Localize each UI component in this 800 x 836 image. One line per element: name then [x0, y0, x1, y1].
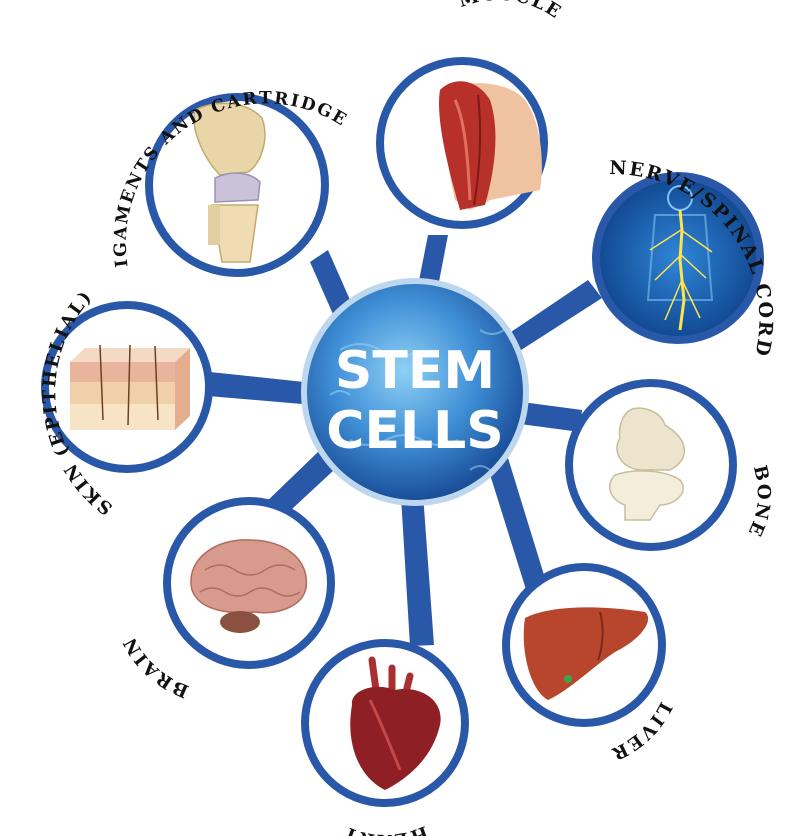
skin-layers-icon: [70, 345, 190, 430]
spoke-skin: [208, 372, 304, 404]
node-muscle: [380, 61, 544, 225]
node-liver: [506, 567, 662, 723]
node-bone: [569, 383, 733, 547]
spoke-nerve: [508, 280, 602, 352]
label-heart: HEART: [339, 821, 431, 836]
stem-cell-core: STEM CELLS: [301, 278, 529, 506]
node-nerve: [596, 176, 760, 340]
label-bone: BONE: [743, 463, 774, 541]
label-muscle: MUSCLE: [456, 0, 566, 24]
spoke-bone: [520, 402, 582, 432]
node-heart: [305, 643, 465, 803]
spoke-liver: [488, 458, 548, 596]
node-brain: [167, 501, 331, 665]
core-title-line1: STEM: [335, 341, 495, 401]
label-brain: BRAIN: [119, 632, 192, 701]
core-title-line2: CELLS: [326, 401, 503, 461]
